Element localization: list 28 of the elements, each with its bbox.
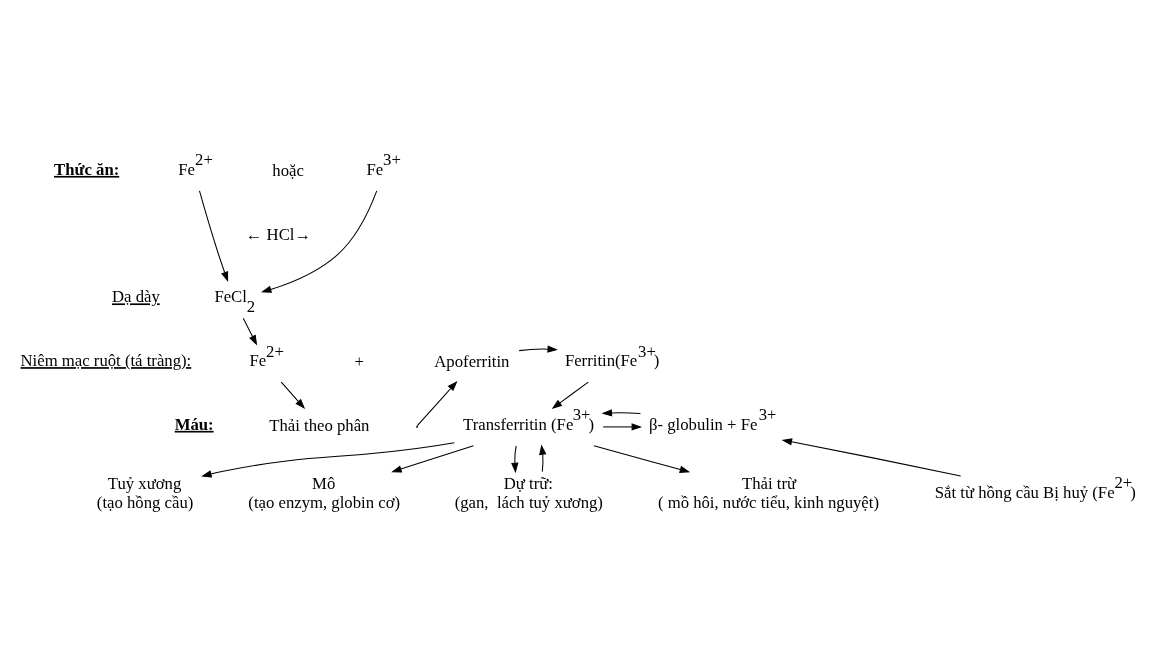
arrow (280, 381, 306, 409)
arrow (201, 441, 455, 477)
label: hoặc (272, 160, 304, 180)
label: ← HCl→ (245, 224, 312, 244)
node-text: Tuỷ xương (tạo hồng cầu) (96, 473, 194, 512)
node-text: Mô (tạo enzym, globin cơ) (248, 473, 401, 512)
label: Thức ăn: (54, 159, 120, 179)
arrow (391, 444, 474, 472)
arrow (601, 408, 641, 417)
arrow (416, 380, 458, 426)
arrow (781, 437, 962, 476)
arrow (198, 189, 229, 282)
label: Máu: (174, 414, 214, 434)
label: Dạ dày (111, 286, 160, 306)
arrow (511, 444, 519, 473)
arrow (593, 444, 691, 473)
label: Niêm mạc ruột (tá tràng): (20, 350, 192, 370)
arrow (260, 189, 378, 293)
arrow (602, 422, 643, 431)
arrow (539, 443, 547, 472)
node-text: Apoferritin (434, 351, 510, 371)
node-text: Thải theo phân (269, 415, 370, 435)
node-text: Dự trữ: (gan, lách tuỷ xương) (454, 473, 603, 512)
arrow (242, 317, 258, 346)
node-text: Thải trừ ( mồ hôi, nước tiểu, kinh nguyệt) (657, 473, 879, 512)
arrow (518, 345, 558, 353)
arrow (551, 381, 589, 409)
label: + (354, 351, 364, 371)
